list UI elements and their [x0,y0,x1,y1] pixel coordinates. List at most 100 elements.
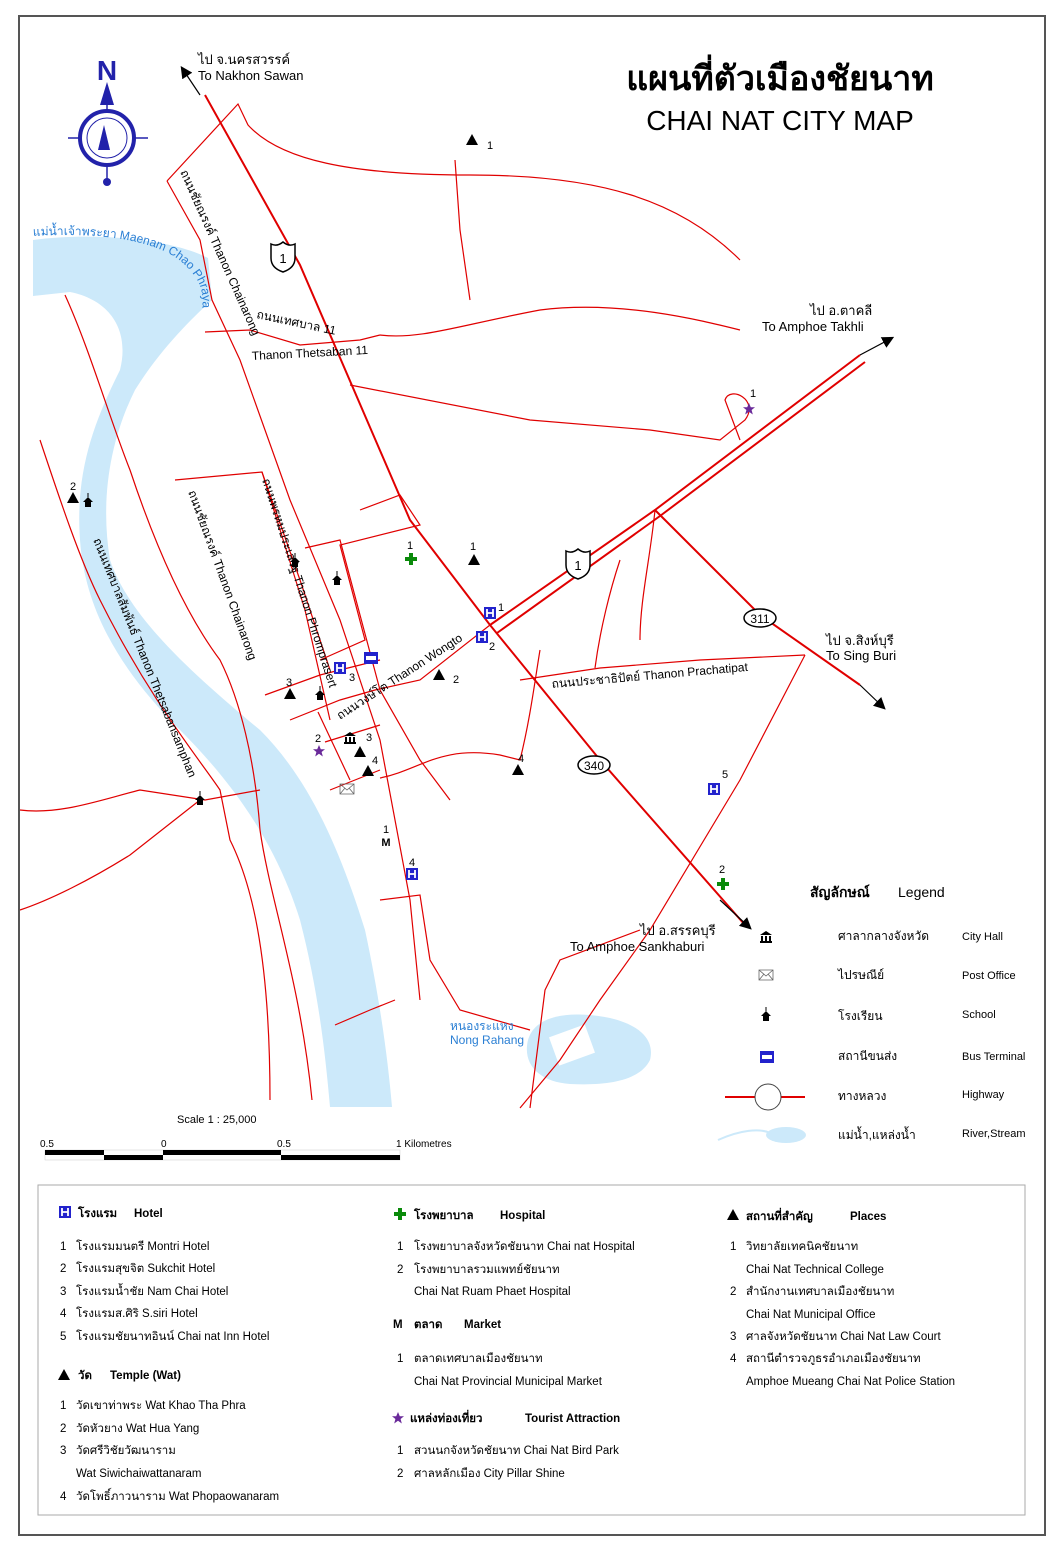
hospital-1-icon: 1 [405,540,417,565]
dest-sing-buri: To Sing Buri [826,648,896,663]
svg-text:Bus Terminal: Bus Terminal [962,1051,1025,1063]
svg-text:4: 4 [60,1491,67,1503]
svg-text:Places: Places [850,1211,886,1223]
svg-text:311: 311 [750,612,769,626]
svg-text:Temple (Wat): Temple (Wat) [110,1370,181,1382]
svg-text:Hospital: Hospital [500,1210,545,1222]
svg-text:ตลาด: ตลาด [414,1319,442,1331]
map-frame [18,15,1046,1536]
svg-text:Tourist Attraction: Tourist Attraction [525,1413,620,1425]
svg-text:Scale 1 : 25,000: Scale 1 : 25,000 [177,1114,257,1126]
hotel-1-icon: 1 [483,602,504,620]
svg-text:โรงแรมมนตรี Montri Hotel: โรงแรมมนตรี Montri Hotel [76,1239,209,1253]
svg-text:1: 1 [397,1353,403,1365]
svg-text:Post Office: Post Office [962,970,1016,982]
svg-text:4: 4 [60,1308,67,1320]
svg-text:1: 1 [397,1241,403,1253]
svg-text:ศาลากลางจังหวัด: ศาลากลางจังหวัด [838,929,929,943]
svg-text:1: 1 [487,140,493,152]
svg-text:2: 2 [397,1264,403,1276]
attraction-icon [392,1412,404,1424]
svg-text:วัดเขาท่าพระ Wat Khao Tha Ph: วัดเขาท่าพระ Wat Khao Tha Phra [76,1400,246,1412]
post-office-icon [339,783,355,795]
place-4-icon: 4 [362,755,378,776]
dest-sankhaburi-thai: ไป อ.สรรคบุรี [639,923,716,939]
bus-terminal-icon [364,652,378,664]
svg-text:สำนักงานเทศบาลเมืองชัยนาท: สำนักงานเทศบาลเมืองชัยนาท [746,1285,894,1298]
index-box [37,1184,1026,1516]
svg-text:วัดโพธิ์ภาวนาราม Wat Phopaow: วัดโพธิ์ภาวนาราม Wat Phopaowanaram [76,1487,279,1503]
svg-text:1: 1 [730,1241,736,1253]
svg-text:ตลาดเทศบาลเมืองชัยนาท: ตลาดเทศบาลเมืองชัยนาท [414,1352,543,1365]
post-office-icon [758,969,774,981]
highway-shield-311: 311 [743,608,777,628]
school-icon [760,1006,772,1022]
svg-text:M: M [381,837,390,849]
svg-text:5: 5 [60,1331,66,1343]
attraction-2-icon: 2 [313,733,325,757]
svg-text:แม่น้ำ,แหล่งน้ำ: แม่น้ำ,แหล่งน้ำ [838,1126,916,1142]
svg-text:2: 2 [453,674,459,686]
svg-text:1: 1 [60,1400,66,1412]
svg-text:2: 2 [397,1468,403,1480]
svg-text:1: 1 [574,558,581,573]
svg-text:วัดหัวยาง Wat Hua Yang: วัดหัวยาง Wat Hua Yang [76,1423,199,1435]
svg-text:สถานีตำรวจภูธรอำเภอเมืองชัยนาท: สถานีตำรวจภูธรอำเภอเมืองชัยนาท [746,1352,921,1365]
place-icon [727,1209,739,1220]
north-compass-icon: N [68,55,148,186]
svg-text:สถานที่สำคัญ: สถานที่สำคัญ [746,1207,813,1223]
dest-nakhon-sawan-thai: ไป จ.นครสวรรค์ [197,52,290,67]
svg-text:โรงแรมชัยนาทอินน์ Chai nat I: โรงแรมชัยนาทอินน์ Chai nat Inn Hotel [76,1329,269,1343]
road-label-thetsaban11: Thanon Thetsaban 11 [251,343,368,363]
svg-text:0.5: 0.5 [277,1139,291,1150]
svg-text:3: 3 [349,672,355,684]
svg-text:โรงพยาบาล: โรงพยาบาล [413,1207,474,1222]
svg-text:สัญลักษณ์: สัญลักษณ์ [810,884,870,901]
temple-icon [58,1369,70,1380]
svg-text:1: 1 [383,824,389,836]
svg-text:Chai Nat Provincial Municipal: Chai Nat Provincial Municipal Market [414,1376,603,1388]
svg-text:City Hall: City Hall [962,931,1003,943]
svg-text:Chai Nat Ruam Phaet Hospital: Chai Nat Ruam Phaet Hospital [414,1286,571,1298]
dest-takhli: To Amphoe Takhli [762,319,864,334]
svg-text:โรงแรมสุขจิต Sukchit Hotel: โรงแรมสุขจิต Sukchit Hotel [76,1261,215,1275]
svg-text:1: 1 [60,1241,66,1253]
chao-phraya-river [33,236,392,1108]
svg-text:3: 3 [60,1286,66,1298]
svg-text:โรงเรียน: โรงเรียน [838,1009,883,1023]
svg-text:Hotel: Hotel [134,1208,163,1220]
city-hall-icon [344,732,356,744]
svg-text:ทางหลวง: ทางหลวง [838,1089,886,1103]
hotel-2-icon: 2 [475,630,495,653]
svg-text:0.5: 0.5 [40,1139,54,1150]
svg-text:ศาลจังหวัดชัยนาท Chai Nat La: ศาลจังหวัดชัยนาท Chai Nat Law Court [746,1331,941,1343]
svg-text:1 Kilometres: 1 Kilometres [396,1139,452,1150]
svg-text:1: 1 [407,540,413,552]
svg-text:2: 2 [70,481,76,493]
svg-text:3: 3 [730,1331,736,1343]
local-roads [19,102,806,1109]
svg-text:1: 1 [498,602,504,614]
svg-text:Legend: Legend [898,884,945,900]
svg-text:4: 4 [372,755,378,767]
highway-shield-1-east: 1 [565,548,591,580]
svg-text:3: 3 [366,732,372,744]
svg-text:River,Stream: River,Stream [962,1128,1026,1140]
hotel-5-icon: 5 [707,769,728,796]
svg-text:โรงพยาบาลจังหวัดชัยนาท Chai: โรงพยาบาลจังหวัดชัยนาท Chai nat Hospital [414,1239,635,1253]
market-icon: M [393,1319,403,1331]
hotel-icon [58,1205,72,1219]
dest-takhli-thai: ไป อ.ตาคลี [809,303,872,318]
svg-text:2: 2 [489,641,495,653]
highway-shield-340: 340 [577,755,611,775]
svg-text:โรงพยาบาลรวมแพทย์ชัยนาท: โรงพยาบาลรวมแพทย์ชัยนาท [414,1262,560,1276]
svg-text:1: 1 [470,541,476,553]
svg-text:วัด: วัด [78,1369,92,1382]
svg-text:Highway: Highway [962,1089,1005,1101]
index-middle: โรงพยาบาล Hospital 1 โรงพยาบาลจังหวัดชัยนา… [392,1207,635,1480]
svg-text:3: 3 [60,1445,66,1457]
temple-2-icon: 2 [67,481,94,508]
place-3-icon: 3 [354,732,372,757]
